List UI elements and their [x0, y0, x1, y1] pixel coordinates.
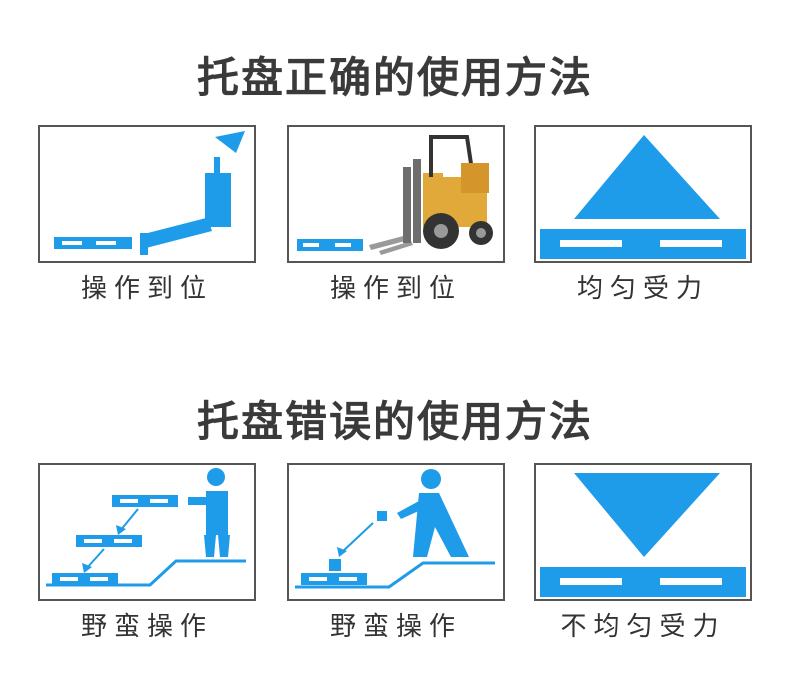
forklift-illustration	[297, 135, 493, 255]
uneven-load-illustration	[540, 473, 746, 597]
caption-3: 均匀受力	[576, 274, 709, 304]
caption-4: 野蛮操作	[80, 612, 213, 642]
caption-1: 操作到位	[80, 274, 213, 304]
pallet-icon	[297, 239, 363, 251]
rough-handling-illustration-1	[46, 468, 246, 587]
pallet-icon	[54, 237, 132, 249]
pallet-icon	[301, 573, 367, 585]
person-icon	[397, 469, 469, 557]
person-icon	[188, 468, 230, 557]
pallet-icon	[76, 535, 142, 547]
panel-rough-handling-2	[287, 463, 505, 601]
caption-6: 不均匀受力	[560, 612, 726, 642]
arrow-icon	[119, 508, 139, 532]
pallet-icon	[112, 495, 178, 507]
step-ground	[295, 561, 495, 589]
box-icon	[377, 511, 387, 521]
forklift-icon	[369, 135, 493, 255]
even-load-illustration	[540, 135, 746, 259]
pallet-truck-icon	[140, 131, 245, 255]
arrow-icon	[340, 522, 374, 554]
panel-rough-handling-1	[38, 463, 256, 601]
caption-2: 操作到位	[329, 274, 462, 304]
panel-even-load	[534, 125, 752, 263]
panel-uneven-load	[534, 463, 752, 601]
pallet-icon	[52, 573, 118, 585]
correct-usage-title: 托盘正确的使用方法	[196, 53, 593, 102]
caption-5: 野蛮操作	[329, 612, 462, 642]
triangle-down-icon	[574, 473, 720, 557]
wrong-usage-title: 托盘错误的使用方法	[196, 397, 593, 446]
rough-handling-illustration-2	[295, 469, 495, 589]
triangle-up-icon	[574, 135, 720, 219]
panel-forklift	[287, 125, 505, 263]
box-icon	[329, 559, 341, 571]
hand-pallet-truck-illustration	[54, 131, 245, 255]
panel-hand-pallet-truck	[38, 125, 256, 263]
arrow-icon	[85, 548, 105, 570]
